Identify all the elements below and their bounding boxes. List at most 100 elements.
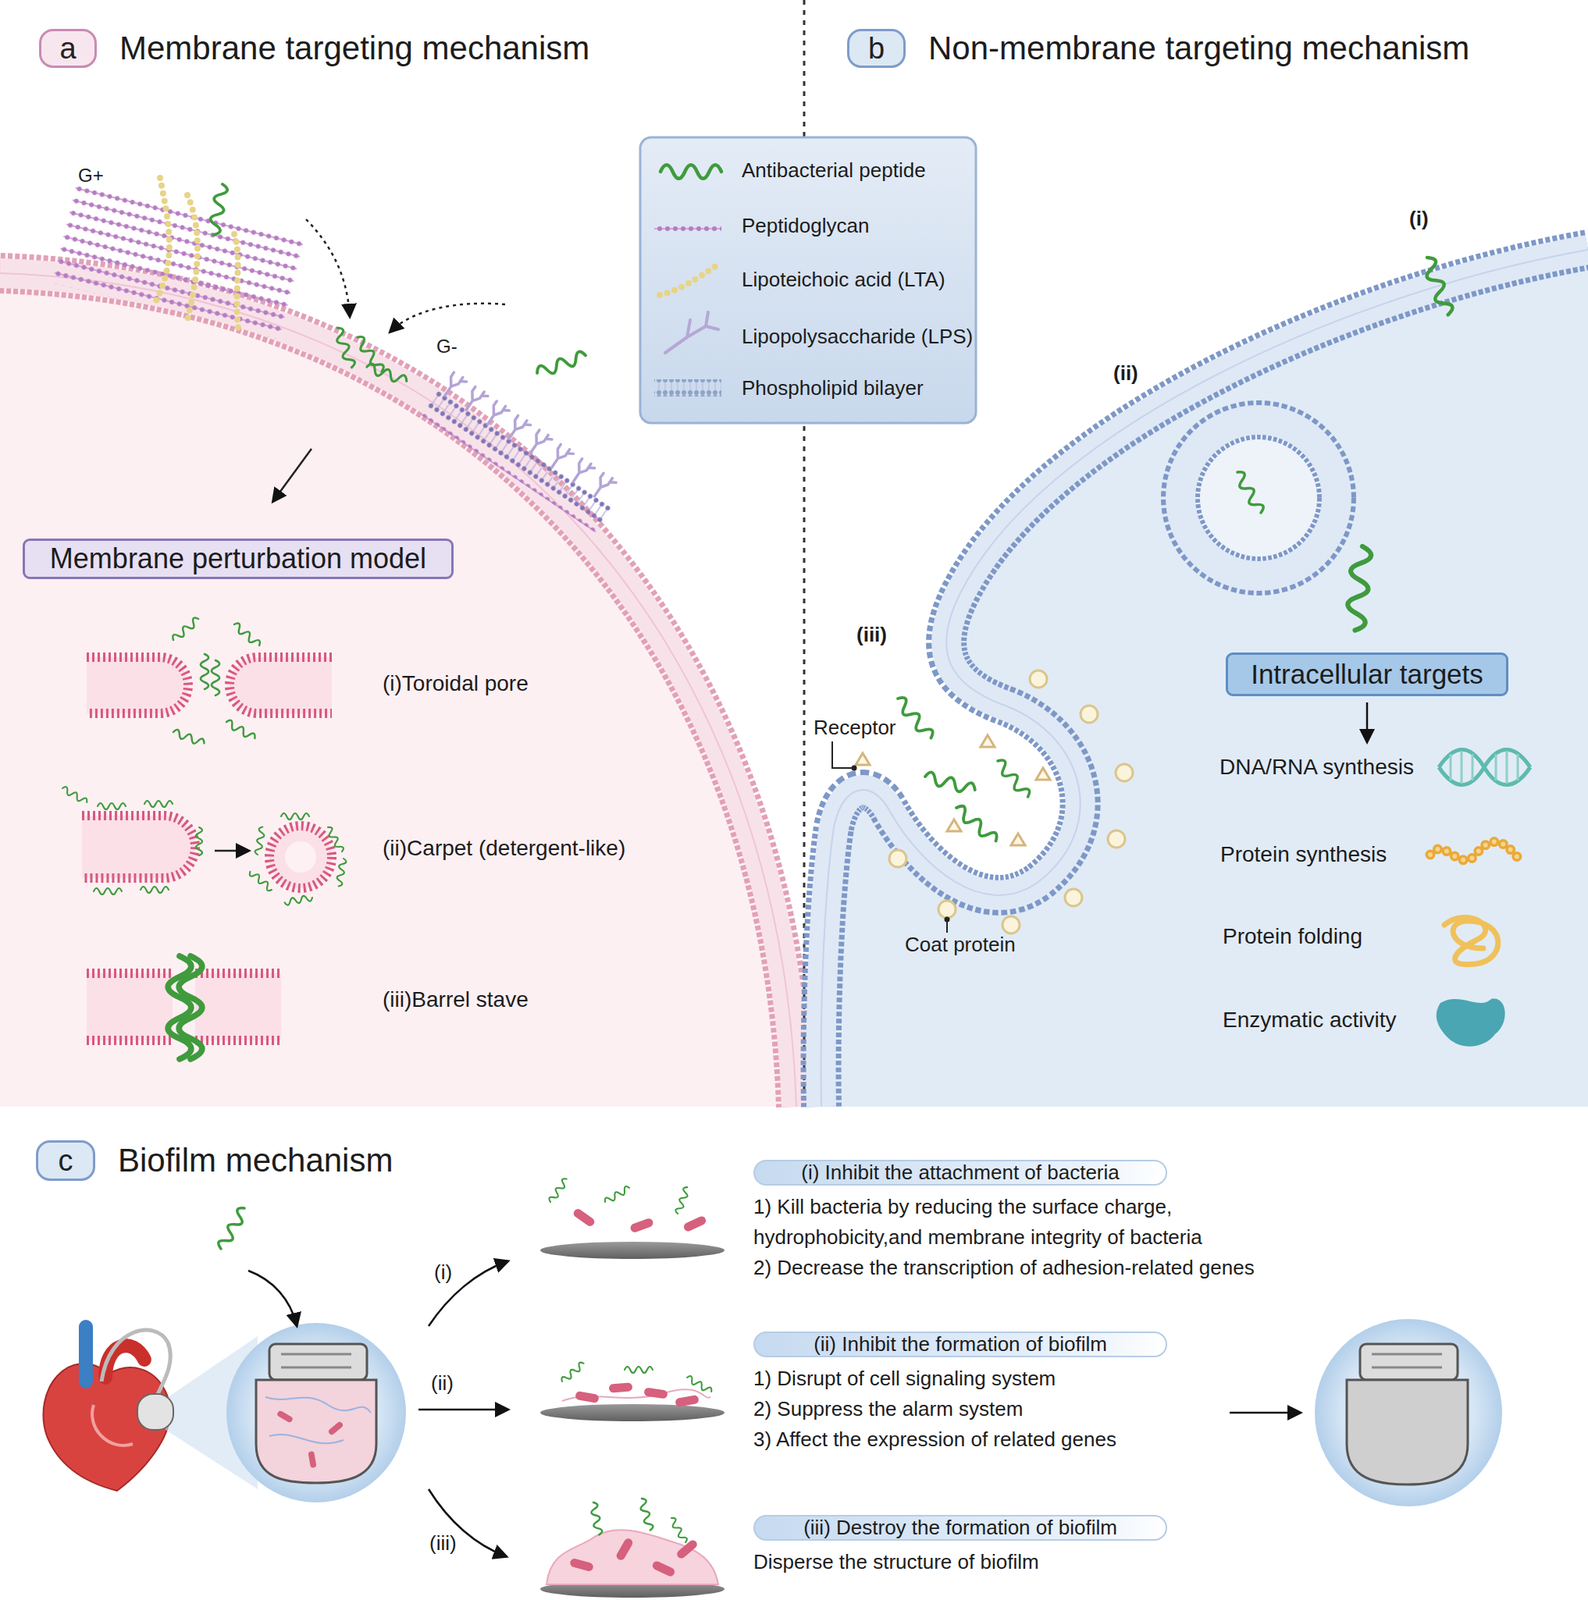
carpet-illustration-part — [284, 894, 314, 906]
endocytosis-pocket-part — [893, 694, 936, 742]
toroidal-pore-illustration-part — [224, 719, 257, 742]
legend-box — [640, 137, 976, 424]
barrel-stave-illustration-part — [86, 968, 173, 979]
heart-pacemaker-part — [281, 1354, 352, 1368]
pore-peptides-part — [390, 303, 506, 332]
box-text: Membrane perturbation model — [49, 542, 427, 575]
heart-pacemaker-part — [226, 1323, 406, 1503]
legend-text: Phospholipid bilayer — [741, 377, 924, 400]
heading-pill: (i) Inhibit the attachment of bacteria — [753, 1160, 1168, 1186]
heart-pacemaker-part — [78, 1327, 93, 1382]
carpet-illustration-part — [335, 858, 347, 887]
toroidal-pore-illustration — [86, 615, 332, 747]
biofilm-dispersal-part — [546, 1530, 719, 1585]
biofilm-dispersal — [540, 1498, 725, 1599]
clean-pacemaker-part — [1371, 1354, 1443, 1368]
endocytosis-pocket-part — [923, 771, 977, 796]
endocytosis-pocket-part — [947, 819, 962, 832]
panel-letter: a — [59, 33, 76, 64]
endocytosis-pocket-part — [1011, 833, 1026, 846]
formation-inhibition-part — [624, 1367, 653, 1374]
gram-negative-envelope-part-part — [590, 472, 617, 503]
attachment-inhibition-part — [674, 1186, 691, 1216]
carpet-illustration-part — [195, 827, 203, 856]
toroidal-pore-illustration-part — [229, 657, 332, 714]
attachment-inhibition-part — [629, 1217, 655, 1235]
attachment-inhibition — [540, 1177, 725, 1260]
carpet-illustration-part — [248, 869, 275, 893]
legend-box-part — [665, 312, 719, 353]
heart-pacemaker-part — [248, 1271, 297, 1326]
mechanism-detail: Disperse the structure of biofilm — [753, 1547, 1566, 1578]
mechanism-heading: (i) Inhibit the attachment of bacteria 1)… — [753, 1160, 1566, 1284]
target-label: Protein folding — [1222, 925, 1363, 950]
carpet-illustration-part — [93, 888, 122, 895]
vesicle-part — [1232, 469, 1266, 517]
carpet-illustration-part — [324, 826, 345, 854]
vesicle-part — [1180, 420, 1337, 577]
toroidal-pore-illustration-part — [211, 660, 220, 696]
gram-negative-envelope-part-part — [420, 408, 600, 533]
legend-box-part — [660, 164, 722, 179]
legend-box-part — [640, 137, 976, 424]
carpet-illustration-part — [140, 886, 169, 894]
barrel-stave-illustration-part — [86, 973, 173, 1041]
pore-peptides-part — [353, 334, 386, 375]
endocytosis-pocket-part — [1115, 764, 1133, 782]
model-label: (i)Toroidal pore — [382, 672, 529, 697]
gram-negative-envelope-part — [420, 369, 627, 533]
toroidal-pore-illustration-part — [86, 657, 189, 714]
target-icons-part — [1438, 750, 1531, 786]
gram-negative-envelope-part-part — [568, 458, 595, 488]
endocytosis-pocket-part — [1107, 830, 1126, 848]
legend-text: Antibacterial peptide — [741, 159, 926, 182]
legend-text: Lipopolysaccharide (LPS) — [741, 325, 973, 349]
gram-negative-envelope-part-part — [504, 415, 531, 446]
gram-negative-envelope-part-part — [526, 429, 553, 460]
heart-pacemaker-part — [92, 1405, 133, 1446]
carpet-illustration-part — [284, 841, 317, 873]
endocytosis-pocket-part — [946, 921, 948, 933]
peptidoglycan-gplus-part — [234, 234, 239, 328]
heart-pacemaker-part — [307, 1451, 317, 1469]
formation-inhibition-part — [540, 1404, 725, 1422]
biofilm-dispersal-part — [651, 1560, 677, 1579]
gram-negative-envelope-part-part — [427, 390, 613, 524]
target-label: Enzymatic activity — [1222, 1008, 1397, 1033]
gram-negative-envelope-part-part — [440, 371, 467, 402]
pore-peptides-part — [332, 326, 357, 370]
biofilm-dispersal-part — [668, 1516, 688, 1545]
peptidoglycan-gplus-part — [156, 178, 170, 301]
carpet-illustration-part — [214, 850, 249, 853]
toroidal-pore-illustration-part — [231, 621, 262, 649]
clean-pacemaker-part — [1360, 1344, 1458, 1381]
carpet-illustration-part — [254, 826, 266, 856]
callout-number: (i) — [1409, 207, 1429, 231]
endocytosis-pocket-part — [1002, 916, 1020, 934]
barrel-stave-illustration-part — [167, 956, 192, 1060]
endocytosis-pocket-part — [944, 917, 951, 923]
carpet-illustration-part — [269, 826, 332, 889]
carpet-illustration-part — [281, 813, 310, 820]
heart-pacemaker-part — [269, 1344, 367, 1381]
carpet-illustration — [60, 785, 347, 906]
endocytosis-pocket-part — [1036, 768, 1051, 780]
clean-pacemaker — [1314, 1319, 1503, 1507]
part-label: Receptor — [813, 716, 897, 740]
endocytosis-pocket-part — [1080, 705, 1098, 723]
heart-pacemaker-part — [327, 1420, 344, 1436]
vesicle — [1180, 255, 1455, 632]
gram-negative-envelope-part-part — [483, 400, 510, 431]
carpet-illustration-part — [97, 803, 126, 810]
attachment-inhibition-part — [682, 1215, 708, 1234]
pore-peptides — [273, 219, 506, 502]
carpet-illustration-part — [60, 785, 89, 805]
carpet-illustration-part — [81, 815, 196, 879]
mechanism-detail: 1) Kill bacteria by reducing the surface… — [753, 1192, 1254, 1254]
outcome-arrows-part — [1229, 1412, 1300, 1415]
target-icons-part — [1450, 751, 1518, 784]
formation-inhibition — [540, 1361, 725, 1422]
target-icons-part — [1436, 999, 1506, 1047]
vesicle-part — [1345, 545, 1372, 632]
